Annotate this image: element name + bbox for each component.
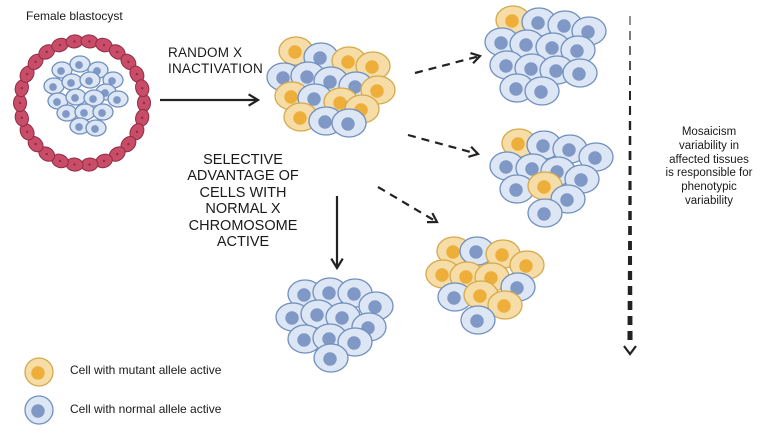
normal-cell-icon — [92, 103, 114, 121]
trophoblast-cell-icon — [80, 34, 99, 49]
normal-cell-icon — [331, 108, 367, 138]
female-blastocyst — [13, 34, 151, 172]
normal-cell-icon — [460, 305, 496, 335]
normal-cell-icon — [79, 71, 101, 89]
normal-cell-icon — [56, 104, 78, 122]
random-label-line-2: INACTIVATION — [168, 60, 263, 76]
normal-cell-icon — [527, 198, 563, 228]
mosaic-line: phenotypic — [681, 181, 737, 194]
legend-mutant-label: Cell with mutant allele active — [70, 363, 222, 377]
cluster-top-right — [484, 5, 607, 106]
normal-cell-icon — [24, 395, 54, 425]
cluster-middle-right — [489, 128, 614, 228]
normal-cell-icon — [61, 73, 83, 91]
dashed-arrow-icon — [407, 133, 481, 158]
normal-cell-icon — [521, 7, 557, 37]
normal-cell-icon — [578, 142, 614, 172]
trophoblast-cell-icon — [135, 79, 150, 98]
normal-cell-icon — [65, 88, 87, 106]
normal-cell-icon — [287, 324, 323, 354]
mosaic-line: is responsible for — [665, 167, 753, 180]
mosaic-line: variability — [685, 194, 733, 207]
dashed-arrow-icon — [414, 52, 483, 75]
legend-normal-label: Cell with normal allele active — [70, 402, 222, 416]
selective-advantage-label: SELECTIVE ADVANTAGE OF CELLS WITH NORMAL… — [168, 152, 318, 250]
mutant-cell-icon — [355, 51, 391, 81]
normal-cell-icon — [562, 58, 598, 88]
normal-cell-icon — [313, 343, 349, 373]
mutant-cell-icon — [24, 357, 54, 387]
normal-cell-icon — [85, 119, 107, 137]
trophoblast-cell-icon — [137, 94, 151, 112]
selective-line: NORMAL X — [205, 201, 281, 218]
mosaic-line: Mosaicism — [681, 126, 737, 138]
selective-line: CHROMOSOME — [188, 217, 298, 234]
trophoblast-cell-icon — [13, 94, 27, 112]
normal-cell-icon — [312, 277, 348, 307]
normal-cell-icon — [437, 282, 473, 312]
cluster-bottom-right — [425, 236, 545, 335]
normal-cell-icon — [74, 103, 96, 121]
cluster-selected — [275, 277, 394, 373]
mosaicism-label: Mosaicism variability in affected tissue… — [660, 126, 758, 209]
solid-arrow-icon — [330, 196, 344, 271]
selective-line: ADVANTAGE OF — [187, 168, 299, 185]
selective-line: SELECTIVE — [203, 152, 283, 168]
mosaic-line: affected tissues — [669, 153, 749, 166]
normal-cell-icon — [509, 29, 545, 59]
legend-mutant-icon — [24, 357, 54, 387]
selective-line: ACTIVE — [216, 233, 270, 250]
normal-cell-icon — [83, 89, 105, 107]
cluster-random — [266, 36, 396, 138]
mutant-cell-icon — [487, 290, 523, 320]
trophoblast-cell-icon — [135, 108, 150, 127]
dashed-down-arrow-icon — [623, 16, 637, 356]
cell-clusters — [266, 5, 614, 373]
normal-cell-icon — [51, 61, 73, 79]
inner-cell-mass — [43, 55, 129, 137]
legend-icons — [24, 357, 54, 425]
legend-normal-icon — [24, 395, 54, 425]
trophoblast-ring — [13, 34, 151, 172]
random-label-line-1: RANDOM X — [168, 45, 243, 60]
mosaic-line: variability in — [678, 139, 740, 152]
normal-cell-icon — [69, 55, 91, 73]
arrows — [160, 16, 637, 356]
trophoblast-cell-icon — [120, 53, 137, 71]
normal-cell-icon — [337, 327, 373, 357]
random-x-inactivation-label: RANDOM X INACTIVATION — [168, 45, 263, 77]
normal-cell-icon — [107, 90, 129, 108]
blastocyst-title: Female blastocyst — [26, 9, 123, 23]
normal-cell-icon — [499, 174, 535, 204]
normal-cell-icon — [43, 77, 65, 95]
dashed-arrow-icon — [377, 186, 439, 224]
normal-cell-icon — [524, 76, 560, 106]
selective-line: CELLS WITH — [199, 184, 287, 201]
solid-arrow-icon — [160, 93, 261, 107]
